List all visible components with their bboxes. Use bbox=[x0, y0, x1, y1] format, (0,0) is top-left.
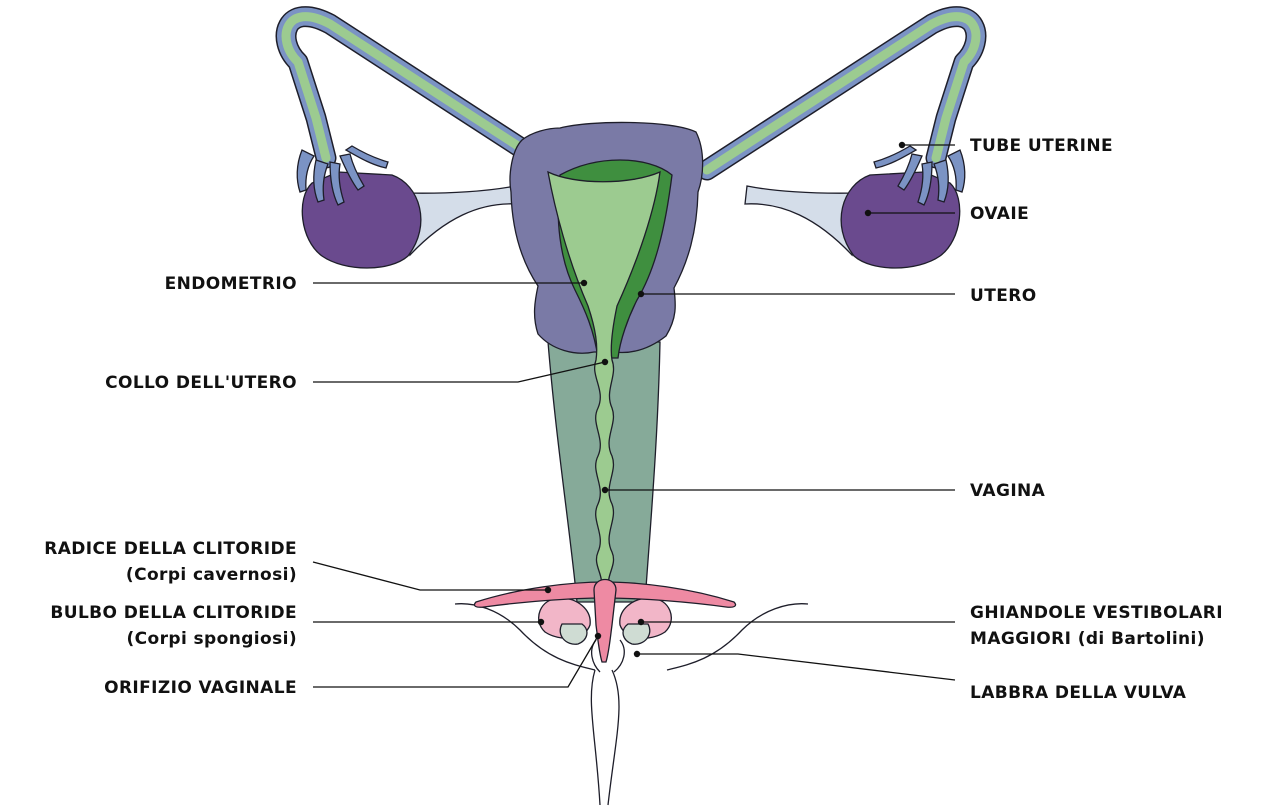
label-bulbo-clitoride: BULBO DELLA CLITORIDE bbox=[50, 603, 297, 623]
label-utero: UTERO bbox=[970, 286, 1037, 306]
label-orifizio-vaginale: ORIFIZIO VAGINALE bbox=[104, 678, 297, 698]
label-tube-uterine: TUBE UTERINE bbox=[970, 136, 1113, 156]
label-endometrio: ENDOMETRIO bbox=[165, 274, 297, 294]
clitoris-shaft bbox=[594, 580, 616, 663]
label-labbra-vulva: LABBRA DELLA VULVA bbox=[970, 683, 1187, 703]
label-ghiandole-sub: MAGGIORI (di Bartolini) bbox=[970, 629, 1205, 649]
label-bulbo-clitoride-sub: (Corpi spongiosi) bbox=[127, 629, 297, 649]
label-radice-clitoride-sub: (Corpi cavernosi) bbox=[126, 565, 297, 585]
label-vagina: VAGINA bbox=[970, 481, 1046, 501]
label-collo-utero: COLLO DELL'UTERO bbox=[105, 373, 297, 393]
label-ovaie: OVAIE bbox=[970, 204, 1029, 224]
label-ghiandole: GHIANDOLE VESTIBOLARI bbox=[970, 603, 1223, 623]
label-radice-clitoride: RADICE DELLA CLITORIDE bbox=[44, 539, 297, 559]
